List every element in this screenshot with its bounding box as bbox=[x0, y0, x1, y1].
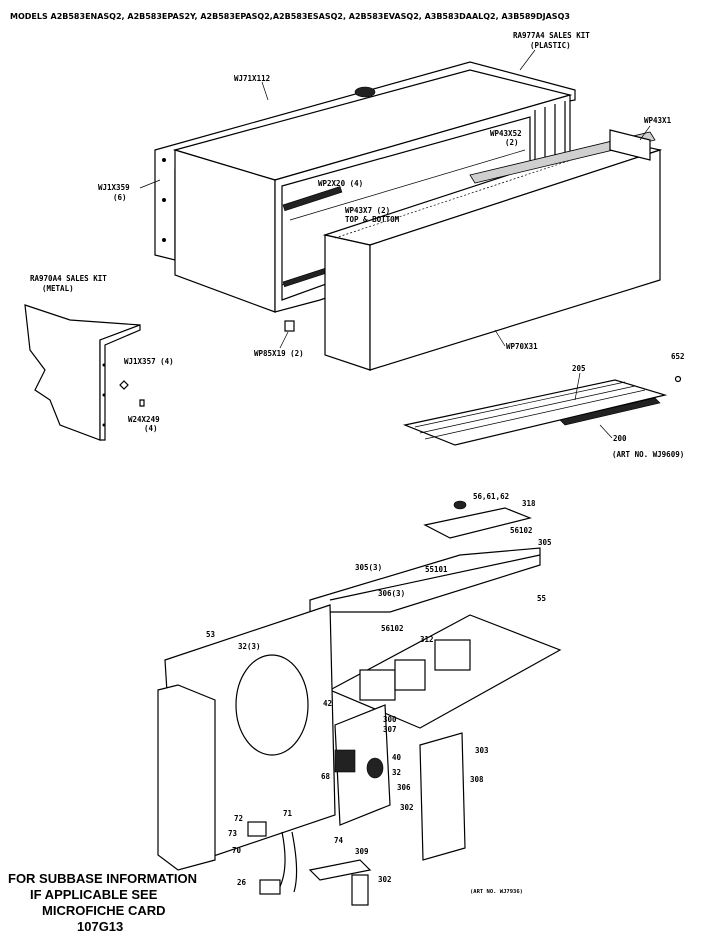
front-panel bbox=[322, 129, 663, 371]
label-305-right: 305 bbox=[538, 538, 552, 547]
label-652: 652 bbox=[671, 352, 685, 361]
label-wj1x357: WJ1X357 (4) bbox=[124, 357, 174, 366]
note-line-3: MICROFICHE CARD bbox=[42, 903, 166, 918]
accordion-curtain bbox=[402, 375, 682, 446]
label-55: 55 bbox=[537, 594, 546, 603]
metal-flange-edge bbox=[99, 324, 141, 441]
screw-wj1x357 bbox=[119, 380, 129, 390]
label-wp43x52: WP43X52 bbox=[490, 129, 522, 138]
label-306: 306 bbox=[397, 783, 411, 792]
chassis-assembly bbox=[157, 500, 562, 906]
label-306-3: 306(3) bbox=[378, 589, 405, 598]
label-42: 42 bbox=[323, 699, 332, 708]
label-307: 307 bbox=[383, 725, 397, 734]
label-72: 72 bbox=[234, 814, 243, 823]
thermostat bbox=[366, 757, 384, 779]
label-74: 74 bbox=[334, 836, 344, 845]
label-26: 26 bbox=[237, 878, 247, 887]
label-ra970a4-type: (METAL) bbox=[42, 284, 74, 293]
note-line-2: IF APPLICABLE SEE bbox=[30, 887, 158, 902]
label-w24x249: W24X249 bbox=[128, 415, 160, 424]
note-line-1: FOR SUBBASE INFORMATION bbox=[8, 871, 197, 886]
label-ra977a4: RA977A4 SALES KIT bbox=[513, 31, 590, 40]
label-wp43x7-pos: TOP & BOTTOM bbox=[345, 215, 400, 224]
relay-1 bbox=[359, 669, 396, 701]
cover-plate-318 bbox=[423, 507, 532, 539]
label-wj1x359-qty: (6) bbox=[113, 193, 127, 202]
capacitor bbox=[334, 749, 356, 773]
label-300: 300 bbox=[383, 715, 397, 724]
label-art-no-bottom: (ART NO. WJ7936) bbox=[470, 889, 523, 895]
plug-26 bbox=[259, 879, 281, 895]
label-302-bottom: 302 bbox=[378, 875, 392, 884]
label-68: 68 bbox=[321, 772, 331, 781]
relay-2 bbox=[394, 659, 426, 691]
label-wj71x112: WJ71X112 bbox=[234, 74, 270, 83]
label-305-3: 305(3) bbox=[355, 563, 382, 572]
bracket-309 bbox=[308, 859, 372, 881]
label-32-3: 32(3) bbox=[238, 642, 261, 651]
switch-70 bbox=[247, 821, 267, 837]
label-73: 73 bbox=[228, 829, 238, 838]
metal-flange bbox=[24, 304, 141, 441]
label-302-mid: 302 bbox=[400, 803, 414, 812]
label-32: 32 bbox=[392, 768, 401, 777]
label-309: 309 bbox=[355, 847, 369, 856]
label-art-no-top: (ART NO. WJ9609) bbox=[612, 450, 684, 459]
label-53: 53 bbox=[206, 630, 216, 639]
curtain-edge bbox=[559, 397, 661, 426]
label-wp85x19: WP85X19 (2) bbox=[254, 349, 304, 358]
front-panel-face bbox=[369, 149, 661, 371]
fan-shroud-ring bbox=[235, 654, 309, 756]
screw-w24x249 bbox=[139, 399, 145, 407]
label-56102-mid: 56102 bbox=[381, 624, 404, 633]
label-56-61-62: 56,61,62 bbox=[473, 492, 509, 501]
label-wp70x31: WP70X31 bbox=[506, 342, 538, 351]
side-cover-308 bbox=[419, 732, 466, 861]
label-ra977a4-type: (PLASTIC) bbox=[530, 41, 571, 50]
rail-end-bracket bbox=[609, 129, 651, 161]
label-71-upper: 71 bbox=[283, 809, 293, 818]
label-ra970a4: RA970A4 SALES KIT bbox=[30, 274, 107, 283]
label-205: 205 bbox=[572, 364, 586, 373]
label-wp43x1: WP43X1 bbox=[644, 116, 672, 125]
relay-3 bbox=[434, 639, 471, 671]
label-wp43x52-qty: (2) bbox=[505, 138, 519, 147]
bracket-302 bbox=[351, 874, 369, 906]
metal-sales-kit bbox=[24, 304, 145, 441]
control-box bbox=[334, 704, 391, 826]
label-70: 70 bbox=[232, 846, 242, 855]
knob bbox=[453, 500, 467, 510]
label-55101: 55101 bbox=[425, 565, 448, 574]
label-318: 318 bbox=[522, 499, 536, 508]
sleeve-handle bbox=[354, 86, 376, 98]
side-panel bbox=[157, 684, 216, 871]
label-312: 312 bbox=[420, 635, 434, 644]
label-w24x249-qty: (4) bbox=[144, 424, 158, 433]
label-wp43x7: WP43X7 (2) bbox=[345, 206, 390, 215]
label-303: 303 bbox=[475, 746, 489, 755]
label-308: 308 bbox=[470, 775, 484, 784]
note-line-4: 107G13 bbox=[77, 919, 123, 934]
clip-wp85x19 bbox=[284, 320, 295, 332]
label-40: 40 bbox=[392, 753, 402, 762]
label-56102-top: 56102 bbox=[510, 526, 533, 535]
label-200: 200 bbox=[613, 434, 627, 443]
label-wj1x359: WJ1X359 bbox=[98, 183, 130, 192]
top-rail bbox=[469, 131, 656, 184]
screw-652 bbox=[674, 375, 682, 383]
label-wp2x20: WP2X20 (4) bbox=[318, 179, 363, 188]
models-header: MODELS A2B583ENASQ2, A2B583EPAS2Y, A2B58… bbox=[10, 12, 570, 21]
front-panel-side bbox=[324, 234, 371, 371]
